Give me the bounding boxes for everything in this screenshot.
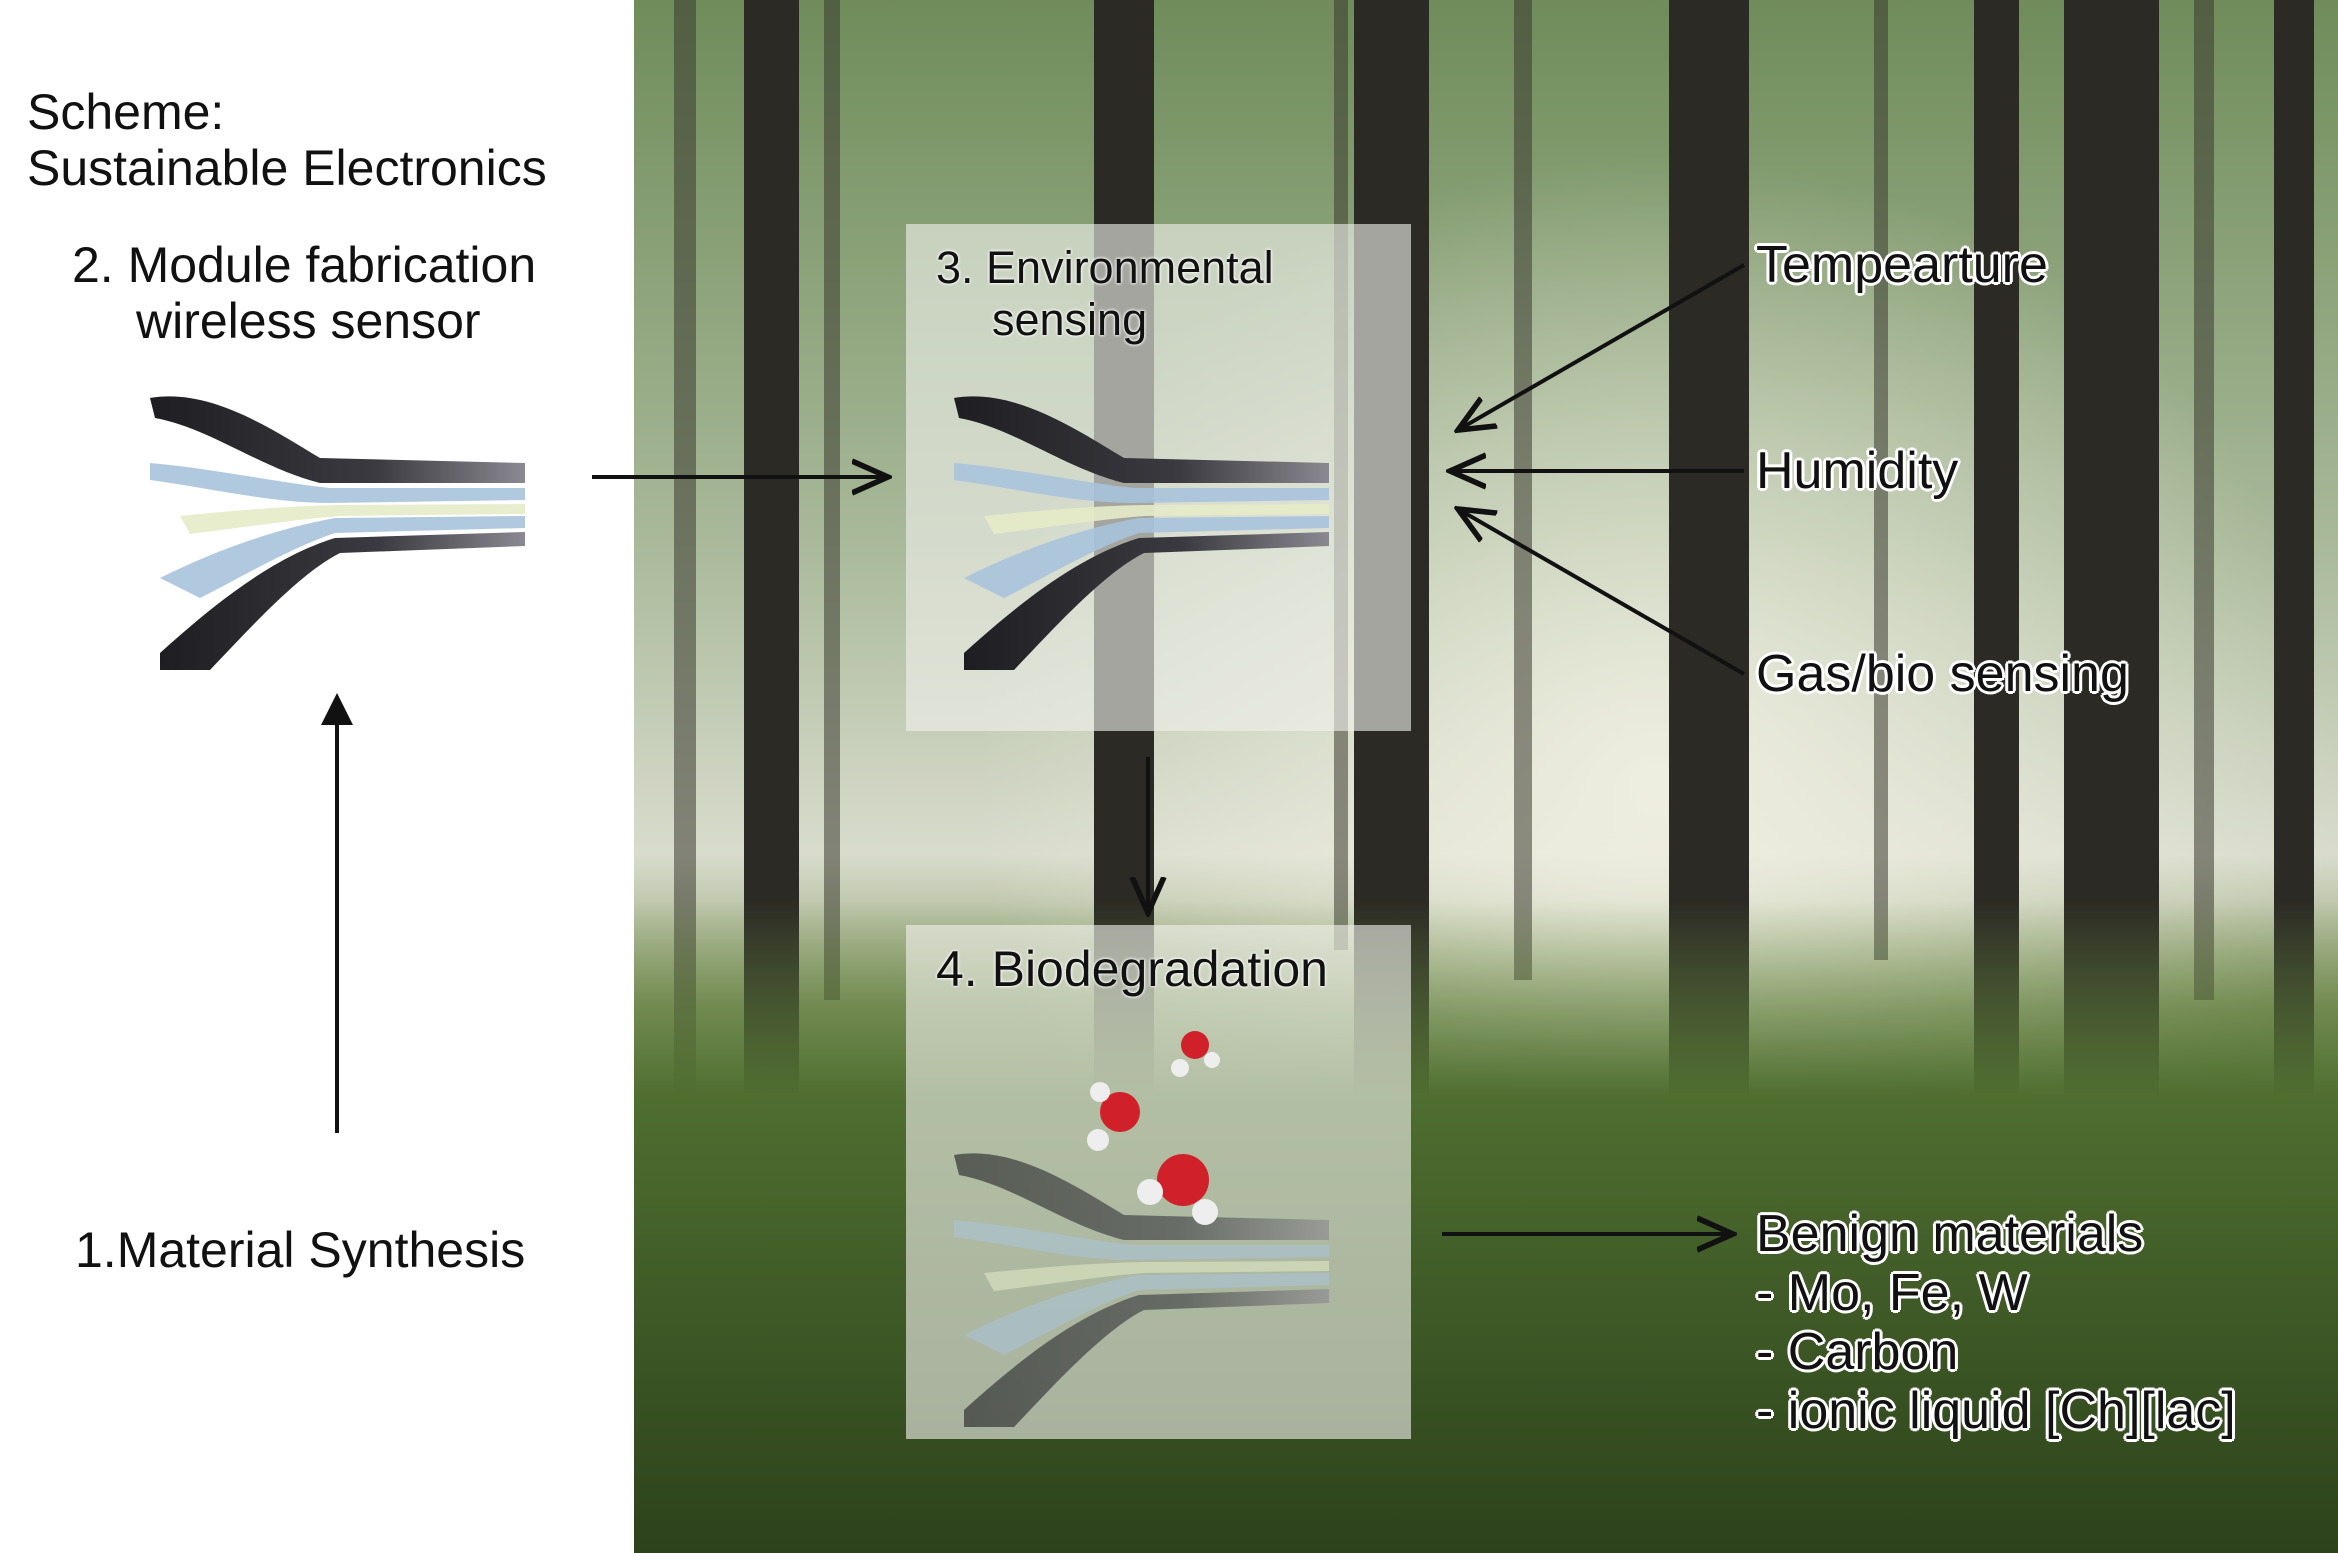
step2-label: 2. Module fabrication wireless sensor (72, 237, 536, 349)
sensor-module-icon (954, 396, 1329, 670)
sensor-module-icon (150, 396, 525, 670)
material-item: - Carbon (1756, 1323, 1959, 1381)
material-item: - Mo, Fe, W (1756, 1264, 2028, 1322)
step3-line-2: sensing (992, 294, 1148, 345)
arrow-temperature (1458, 263, 1745, 430)
benign-materials-list: Benign materials - Mo, Fe, W - Carbon - … (1756, 1205, 2236, 1441)
step3-label: 3. Environmental sensing (936, 242, 1274, 346)
left-panel (0, 0, 634, 1553)
material-item: - ionic liquid [Ch][lac] (1756, 1382, 2236, 1440)
water-molecules-icon (1087, 1031, 1220, 1225)
humidity-label: Humidity (1756, 442, 1959, 500)
scheme-title: Scheme: Sustainable Electronics (27, 84, 547, 196)
step2-line-2: wireless sensor (136, 293, 481, 349)
step1-label: 1.Material Synthesis (75, 1222, 526, 1278)
title-line-1: Scheme: (27, 84, 225, 140)
step2-line-1: 2. Module fabrication (72, 237, 537, 293)
title-line-2: Sustainable Electronics (27, 140, 547, 196)
temperature-label: Tempearture (1756, 236, 2048, 294)
benign-materials-title: Benign materials (1756, 1205, 2144, 1263)
step3-line-1: 3. Environmental (936, 242, 1274, 293)
gas-bio-sensing-label: Gas/bio sensing (1756, 645, 2129, 703)
arrow-gas (1458, 509, 1745, 676)
step4-label: 4. Biodegradation (936, 941, 1328, 997)
